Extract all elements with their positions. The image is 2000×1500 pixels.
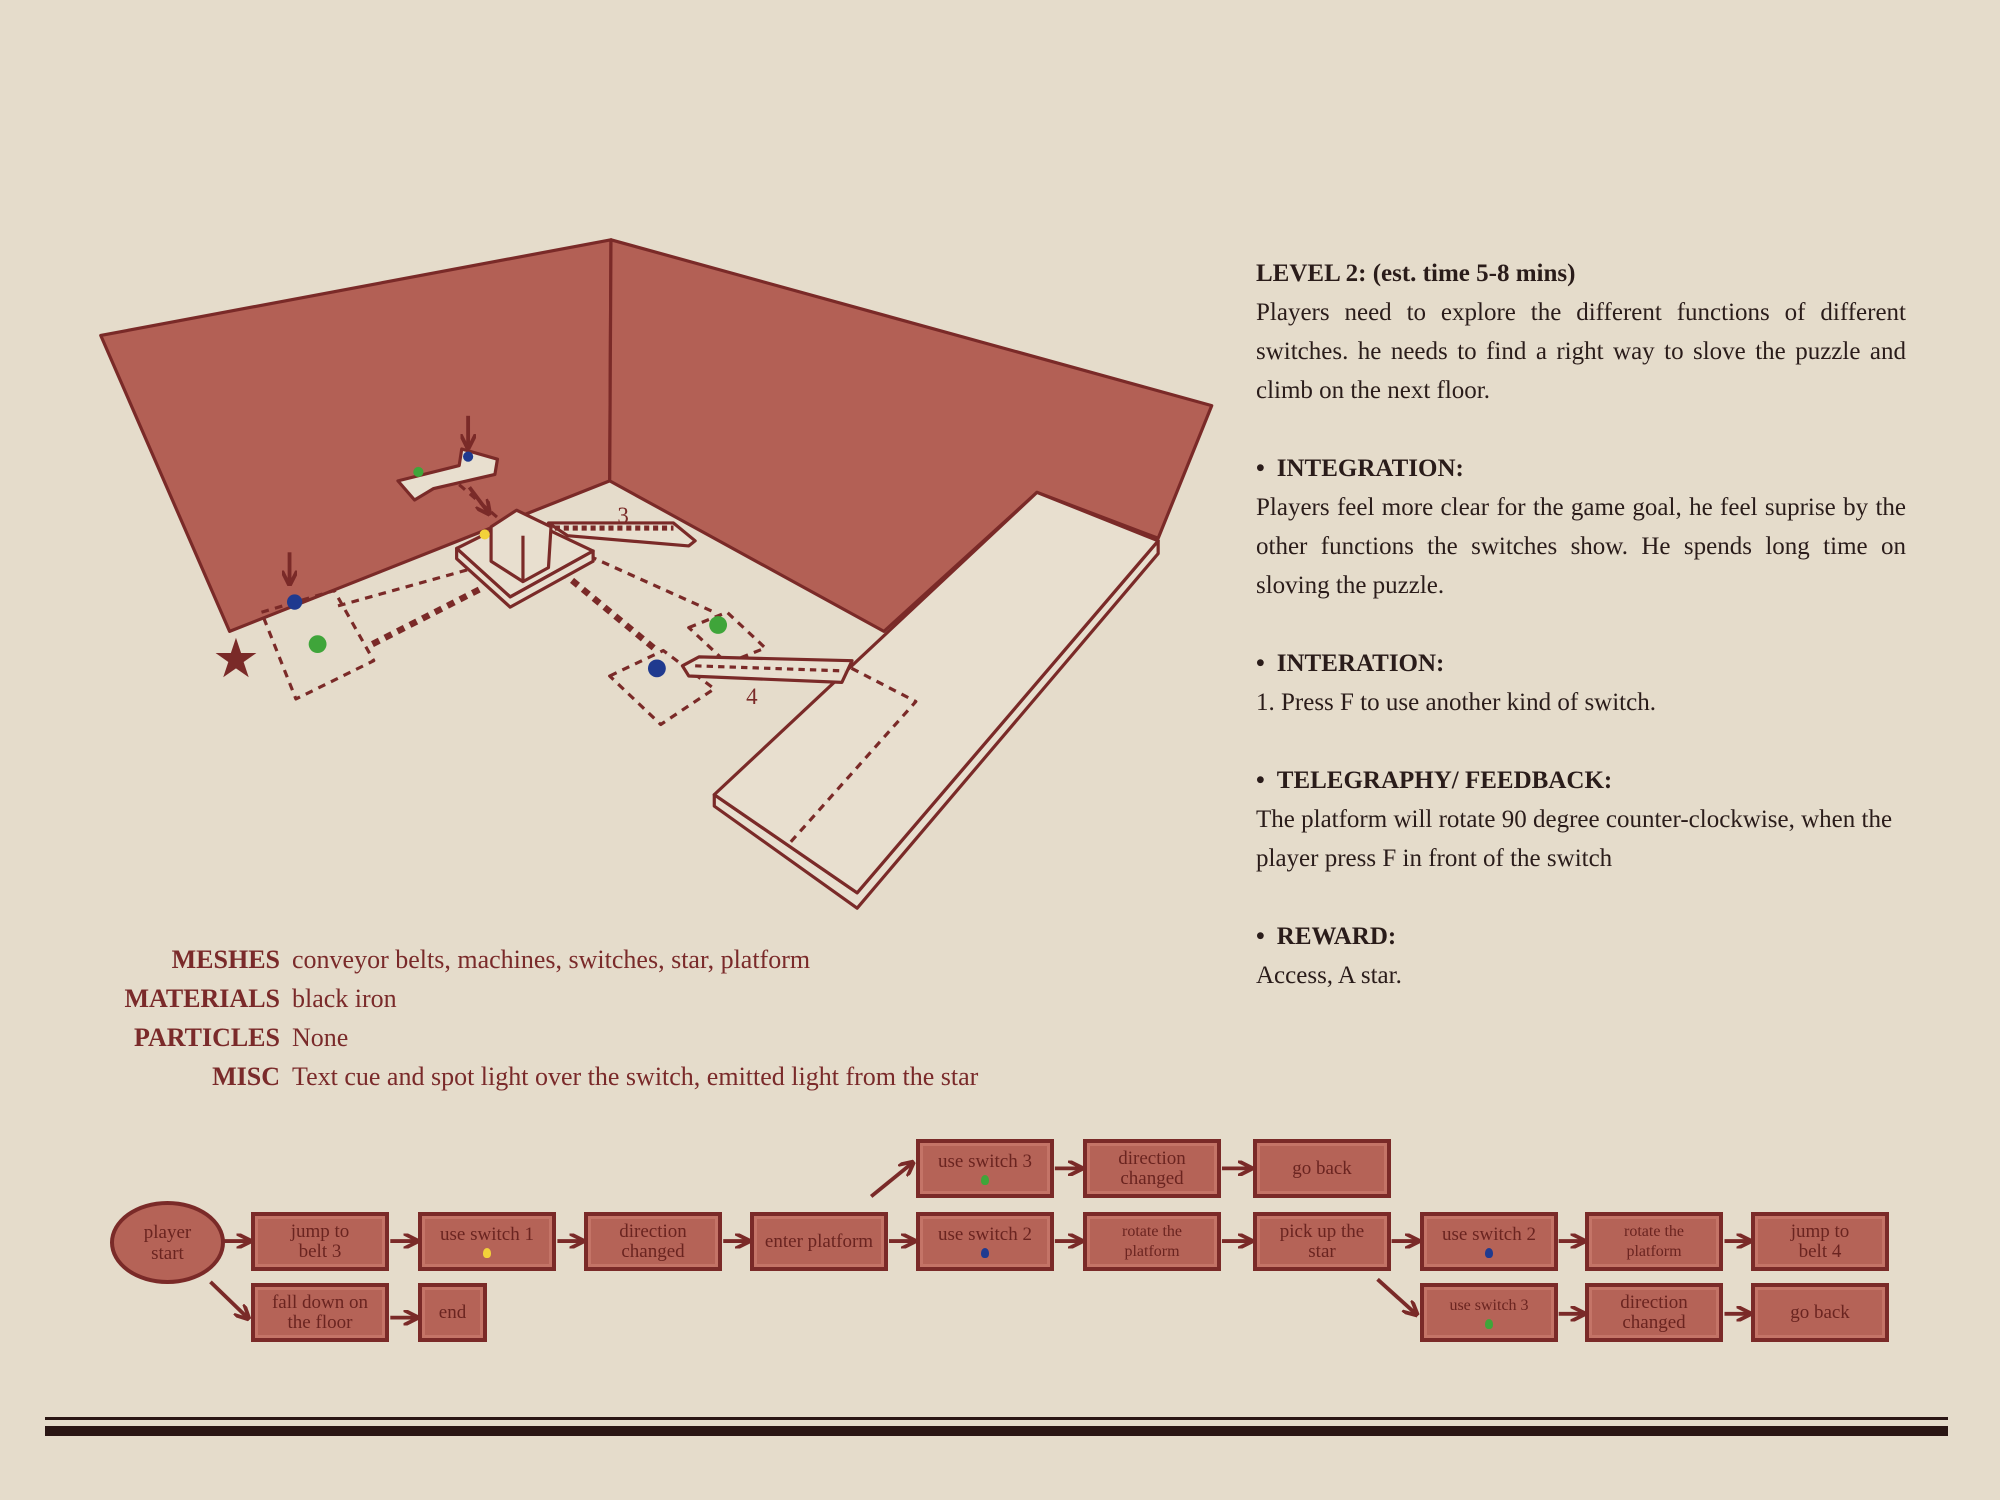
switch-blue-icon xyxy=(286,594,303,610)
level-intro: Players need to explore the different fu… xyxy=(1256,299,1906,404)
level-isometric-map: 3 4 xyxy=(99,238,1214,910)
flow-node-pick-up-star: pick up the star xyxy=(1253,1212,1391,1271)
flow-node-use-switch3-b: use switch 3 xyxy=(1420,1283,1558,1342)
switch-green-icon xyxy=(308,635,327,654)
rotating-platform xyxy=(712,490,1160,895)
switch-yellow-icon xyxy=(479,529,490,540)
switch-blue-icon xyxy=(647,659,666,678)
flow-node-use-switch2-b: use switch 2 xyxy=(1420,1212,1558,1271)
switch-blue-icon xyxy=(463,451,474,462)
section-body-feedback: The platform will rotate 90 degree count… xyxy=(1256,806,1893,872)
switch-green-icon xyxy=(981,1175,989,1185)
flow-node-use-switch3: use switch 3 xyxy=(916,1139,1054,1198)
belt-3-label: 3 xyxy=(617,503,628,528)
dashed-area-lower xyxy=(608,648,716,727)
footer-rule-thin xyxy=(45,1417,1948,1420)
flow-node-use-switch2: use switch 2 xyxy=(916,1212,1054,1271)
flow-node-rotate-platform-2: rotate the platform xyxy=(1585,1212,1723,1271)
section-heading-interaction: INTERATION: xyxy=(1256,644,1906,683)
switch-blue-icon xyxy=(981,1248,989,1258)
section-body-integration: Players feel more clear for the game goa… xyxy=(1256,494,1906,599)
t-platform xyxy=(396,447,500,502)
section-heading-feedback: TELEGRAPHY/ FEEDBACK: xyxy=(1256,761,1906,800)
footer-rule-thick xyxy=(45,1426,1948,1436)
flow-node-direction-changed: direction changed xyxy=(584,1212,722,1271)
flow-node-go-back-b: go back xyxy=(1751,1283,1889,1342)
flow-node-jump-belt3: jump to belt 3 xyxy=(251,1212,389,1271)
flow-node-go-back-top: go back xyxy=(1253,1139,1391,1198)
flow-node-player-start: player start xyxy=(110,1201,225,1284)
switch-blue-icon xyxy=(1485,1248,1493,1258)
switch-green-icon xyxy=(413,466,424,478)
flow-node-end: end xyxy=(418,1283,487,1342)
switch-green-icon xyxy=(709,616,728,634)
flow-node-direction-changed-top: direction changed xyxy=(1083,1139,1221,1198)
section-body-interaction: 1. Press F to use another kind of switch… xyxy=(1256,689,1656,716)
switch-yellow-icon xyxy=(483,1248,491,1258)
star-icon xyxy=(215,637,257,678)
section-heading-integration: INTEGRATION: xyxy=(1256,449,1906,488)
flow-node-enter-platform: enter platform xyxy=(750,1212,888,1271)
flow-arrows xyxy=(209,1163,1748,1317)
flow-node-fall-down: fall down on the floor xyxy=(251,1283,389,1342)
section-heading-reward: REWARD: xyxy=(1256,917,1906,956)
flow-node-direction-changed-b: direction changed xyxy=(1585,1283,1723,1342)
machine-tower xyxy=(489,508,553,584)
spotlight-arrows xyxy=(290,415,489,583)
switch-green-icon xyxy=(1485,1319,1493,1329)
flow-node-jump-belt4: jump to belt 4 xyxy=(1751,1212,1889,1271)
dashed-area-left xyxy=(259,588,376,701)
level-description: LEVEL 2: (est. time 5-8 mins) Players ne… xyxy=(1256,254,1906,995)
section-body-reward: Access, A star. xyxy=(1256,962,1402,989)
level-title: LEVEL 2: (est. time 5-8 mins) xyxy=(1256,260,1576,287)
belt-4-label: 4 xyxy=(746,684,758,709)
flow-node-rotate-platform: rotate the platform xyxy=(1083,1212,1221,1271)
flow-node-use-switch1: use switch 1 xyxy=(418,1212,556,1271)
